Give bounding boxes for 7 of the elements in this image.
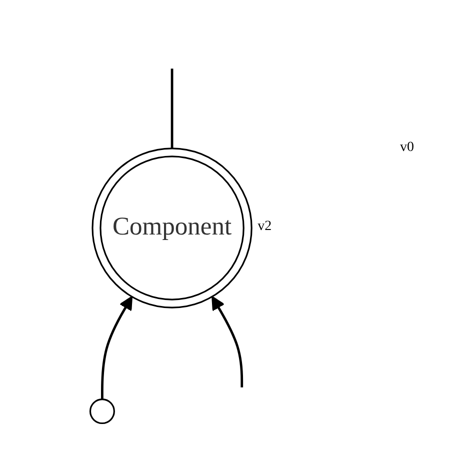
node-circle — [89, 398, 115, 424]
node-circle — [92, 148, 252, 308]
connector — [170, 68, 174, 148]
arrow — [212, 296, 244, 388]
vertex-label: v0 — [400, 140, 414, 156]
arrow — [101, 296, 133, 400]
node-caption: v2 — [258, 218, 272, 235]
